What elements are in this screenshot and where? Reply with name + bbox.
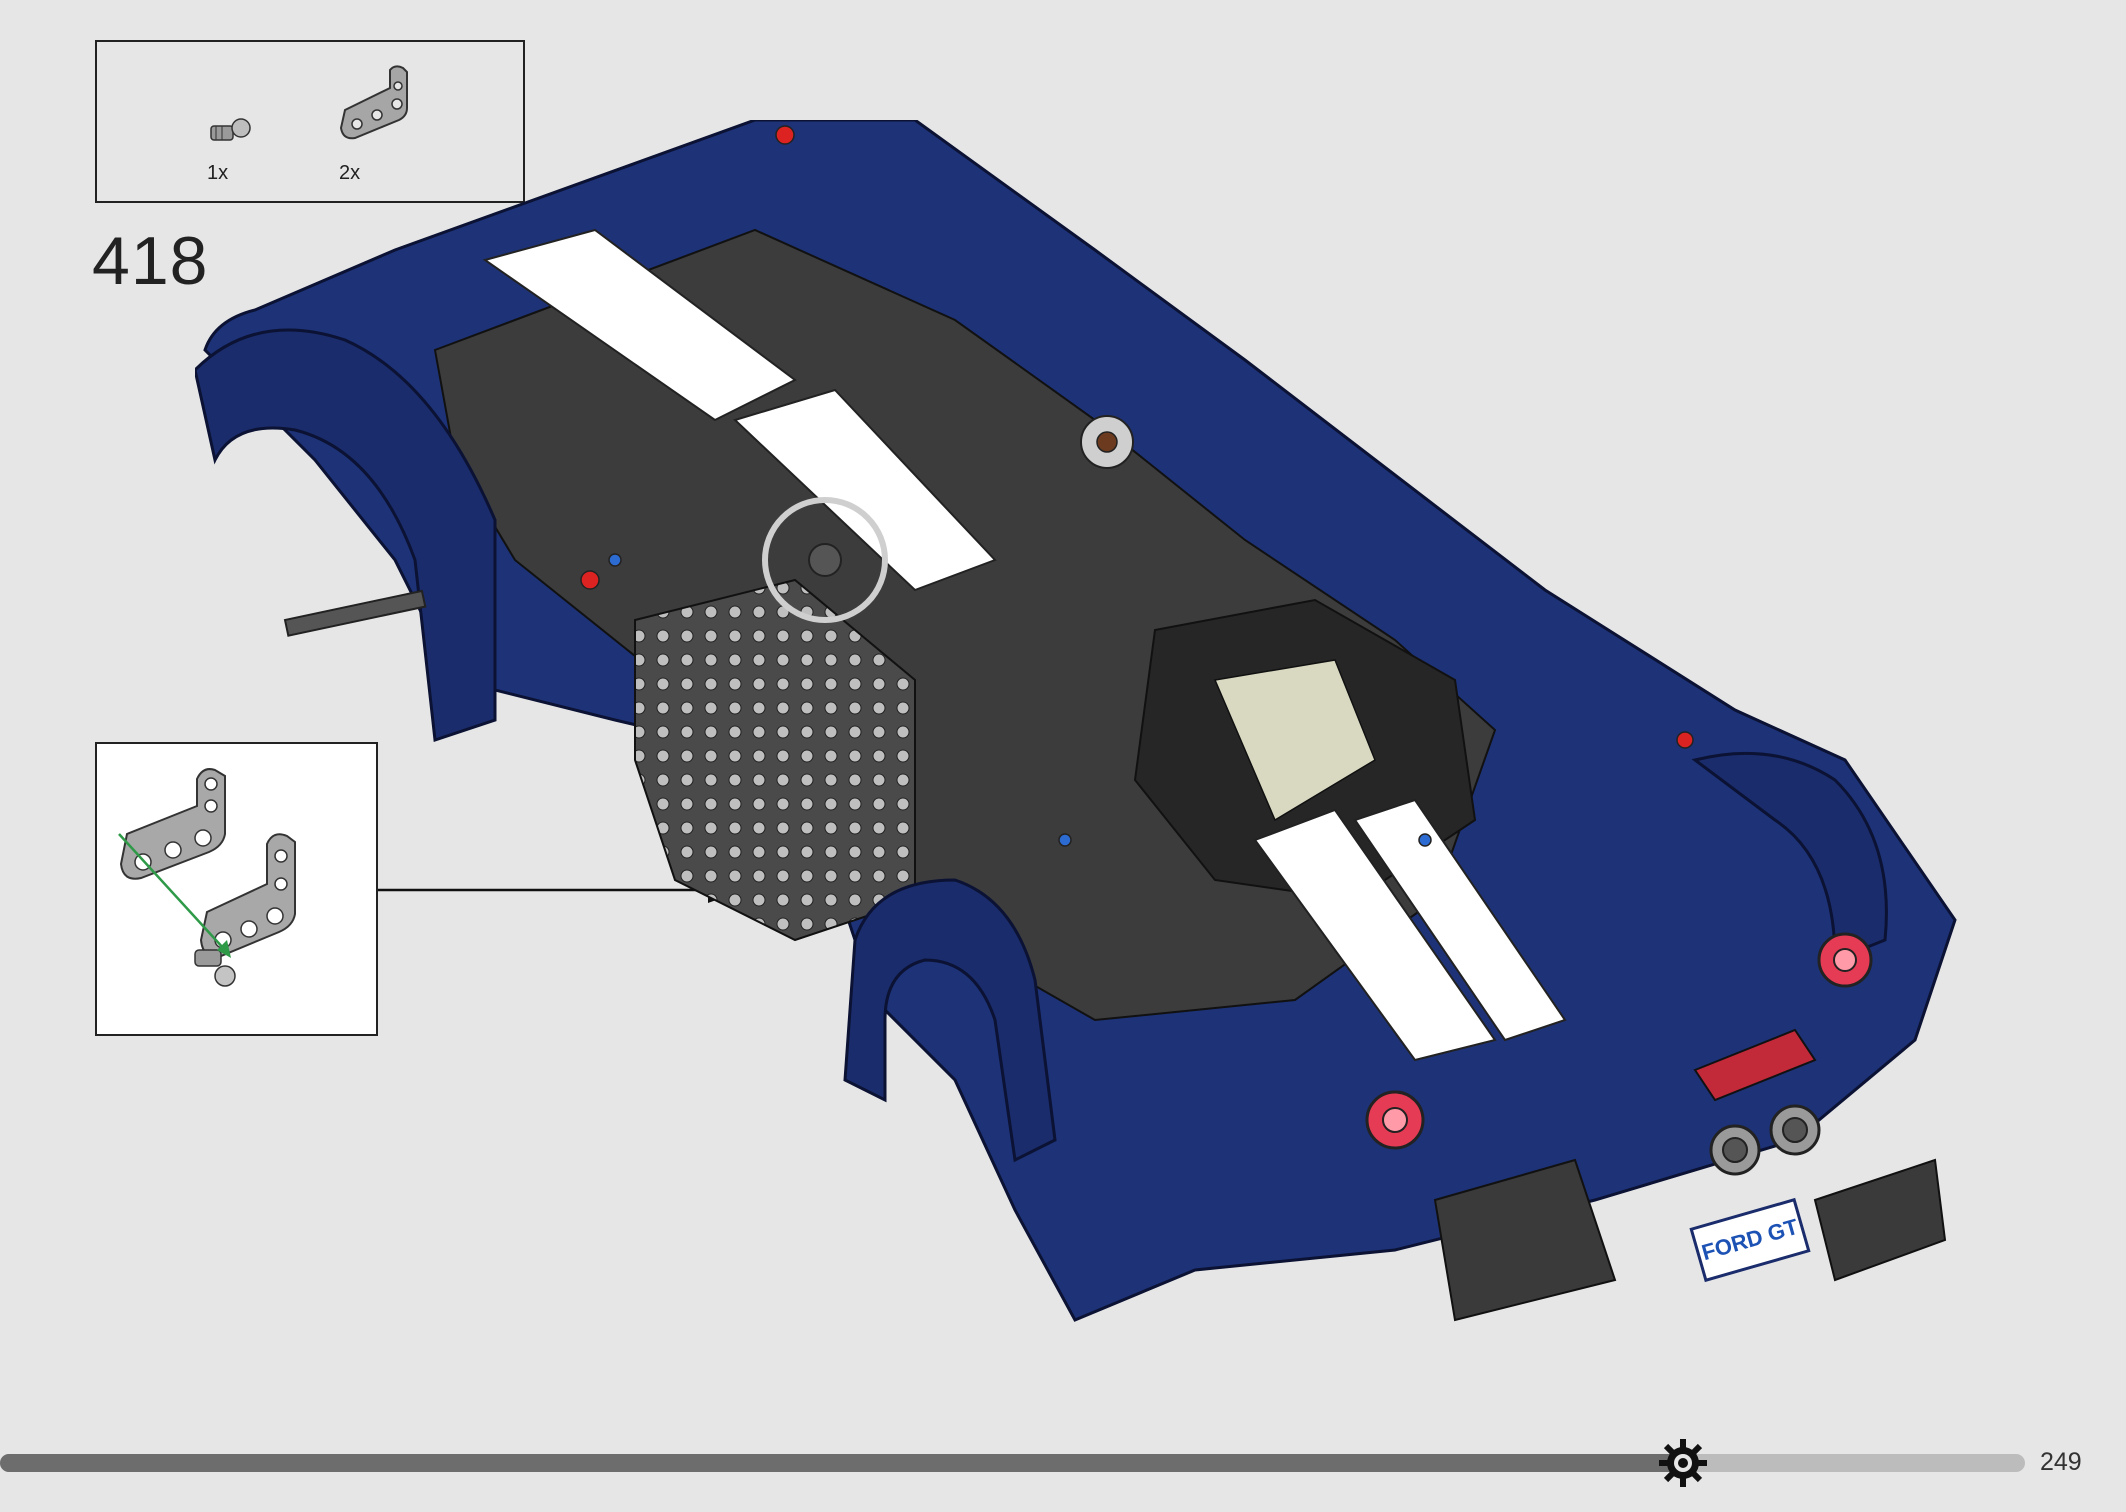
l-beam-icon	[339, 65, 408, 140]
part-qty-2: 2x	[339, 162, 361, 184]
license-plate-text: FORD GT	[1698, 1213, 1801, 1266]
page-number: 249	[2040, 1448, 2082, 1476]
part-qty-1: 1x	[207, 162, 229, 184]
step-number: 418	[92, 223, 209, 299]
parts-list-box: 1x 2x	[95, 40, 525, 203]
progress-bar	[0, 1454, 2025, 1472]
gear-icon	[1659, 1439, 1707, 1487]
connector-pin-icon	[210, 118, 251, 141]
callout-box	[95, 742, 378, 1036]
ford-gt-model-icon	[195, 120, 1957, 1322]
l-beam-assembly-icon	[118, 768, 296, 987]
